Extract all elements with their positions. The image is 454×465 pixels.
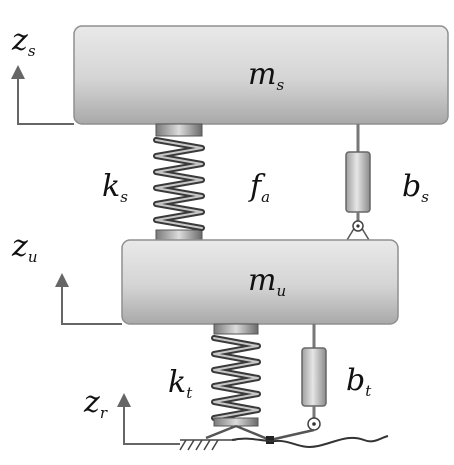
tire-coil-spring-icon bbox=[211, 323, 261, 427]
unsprung-displacement-label: zu bbox=[11, 229, 37, 266]
tire-damper-label: bt bbox=[346, 363, 372, 400]
damper-icon bbox=[345, 124, 371, 222]
road-displacement-arrow bbox=[117, 393, 180, 445]
tire-spring-label: kt bbox=[168, 365, 193, 402]
actuator-force-label: fa bbox=[248, 169, 270, 206]
suspension-damper-label: bs bbox=[402, 169, 429, 206]
suspension-spring-label: ks bbox=[102, 169, 128, 206]
road-displacement-label: zr bbox=[83, 385, 108, 422]
pivot-joint-icon bbox=[345, 220, 371, 241]
coil-spring-icon bbox=[153, 123, 205, 241]
tire-linkage bbox=[205, 424, 315, 444]
unsprung-mass-block bbox=[121, 239, 399, 325]
road-profile-icon bbox=[231, 435, 389, 448]
unsprung-displacement-arrow bbox=[55, 273, 122, 325]
unsprung-mass-label: mu bbox=[248, 263, 286, 300]
sprung-displacement-arrow bbox=[11, 65, 74, 125]
ground-hatch-icon bbox=[179, 439, 236, 451]
tire-damper-icon bbox=[301, 324, 327, 431]
sprung-displacement-label: zs bbox=[11, 23, 36, 60]
sprung-mass-block bbox=[73, 25, 449, 125]
sprung-mass-label: ms bbox=[248, 57, 284, 94]
